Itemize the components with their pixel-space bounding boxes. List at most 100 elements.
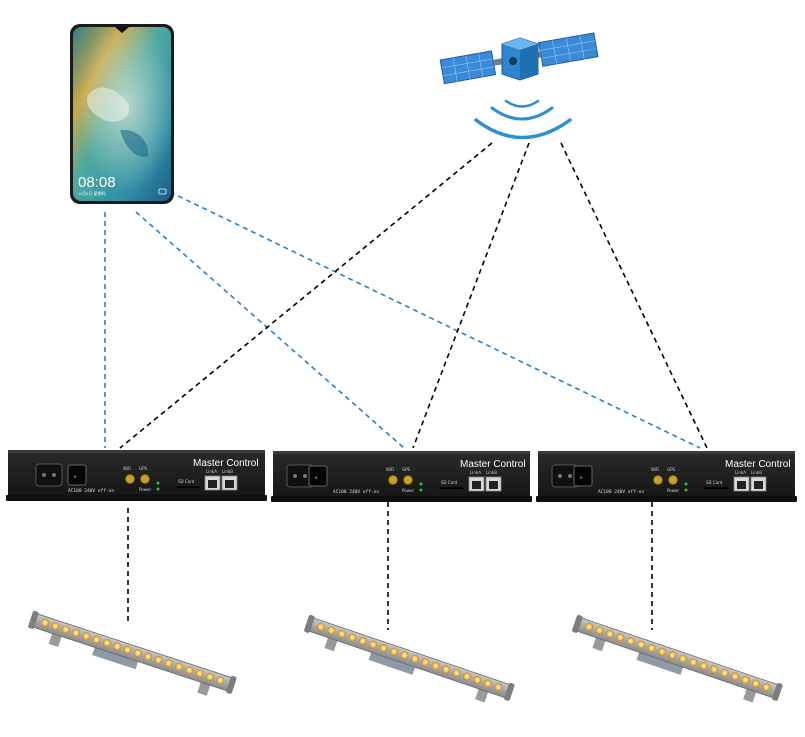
end-cap (772, 682, 783, 701)
sd-card-label: SD Card (441, 480, 458, 485)
gps-link-satellite-controller-1 (119, 142, 493, 449)
power-led (684, 488, 688, 492)
light-housing (31, 613, 234, 692)
led-bead (348, 633, 357, 642)
led-bead (720, 668, 729, 677)
led-bead (658, 647, 667, 656)
wifi-label: WiFi (651, 467, 659, 472)
led-bead (431, 661, 440, 670)
device-title: Master Control (460, 459, 526, 470)
led-bead (92, 635, 101, 644)
led-bead (205, 672, 214, 681)
led-wall-washer-icon (28, 610, 237, 696)
led-bead (678, 654, 687, 663)
power-switch[interactable] (573, 465, 593, 487)
svg-text:o: o (315, 475, 318, 480)
led-wall-washer-icon (304, 614, 515, 703)
camera-icon (158, 188, 167, 195)
led-bead (762, 683, 771, 692)
gps-links (119, 142, 708, 449)
end-cap (572, 614, 583, 633)
led-bead (442, 665, 451, 674)
led-bead (585, 622, 594, 631)
led-bead (327, 626, 336, 635)
mount-bracket (48, 632, 62, 647)
led-wall-washer-icon (572, 614, 783, 703)
satellite-icon (439, 32, 599, 85)
led-bead (637, 640, 646, 649)
driver-box (368, 652, 416, 675)
led-bead (616, 633, 625, 642)
mount-bracket (197, 681, 211, 696)
led-bead (195, 669, 204, 678)
power-socket (35, 463, 63, 487)
led-bead (741, 675, 750, 684)
led-bead (123, 645, 132, 654)
led-bead (164, 659, 173, 668)
link-b-label: LinkB (486, 470, 497, 475)
led-bead (647, 644, 656, 653)
driver-box (92, 647, 139, 670)
led-bead (668, 651, 677, 660)
led-bead (452, 668, 461, 677)
led-bead (337, 629, 346, 638)
status-led (419, 482, 423, 486)
status-led (156, 481, 160, 485)
end-cap (504, 682, 515, 701)
mount-bracket (743, 687, 757, 703)
wifi-link-phone-controller-3 (169, 191, 701, 449)
led-bead (689, 658, 698, 667)
power-label: Power (139, 487, 151, 492)
power-label: Power (667, 488, 679, 493)
gps-antenna-connector (668, 475, 678, 485)
signal-waves-icon (474, 99, 572, 140)
mount-bracket (324, 636, 338, 652)
led-bead (358, 636, 367, 645)
svg-text:o: o (74, 474, 77, 479)
led-bead (605, 629, 614, 638)
link-a-label: LinkA (470, 470, 481, 475)
phone-clock: 08:08 (78, 174, 116, 191)
led-bead (216, 676, 225, 685)
power-switch[interactable] (308, 465, 328, 487)
phone-date: 11月8日 星期四 (78, 190, 106, 196)
led-bead (154, 655, 163, 664)
gps-link-satellite-controller-3 (560, 142, 708, 449)
gps-antenna-connector (403, 475, 413, 485)
power-switch[interactable] (67, 464, 87, 486)
sd-card-label: SD Card (706, 480, 723, 485)
wifi-links (104, 191, 701, 449)
led-bead (113, 642, 122, 651)
light-housing (307, 617, 512, 699)
led-bead (421, 658, 430, 667)
wifi-antenna-connector (125, 474, 135, 484)
status-led (684, 482, 688, 486)
power-led (419, 488, 423, 492)
gps-label: GPS (667, 467, 676, 472)
smartphone-icon: 08:08 11月8日 星期四 (70, 24, 174, 204)
led-bead (751, 679, 760, 688)
led-bead (463, 672, 472, 681)
end-cap (28, 610, 39, 629)
mount-bracket (475, 687, 489, 703)
led-bead (51, 622, 60, 631)
led-bead (494, 683, 503, 692)
light-housing (575, 617, 780, 699)
link-b-label: LinkB (222, 469, 233, 474)
master-control-device: o AC100 240V off-on WiFi GPS Power SD Ca… (271, 451, 532, 502)
sd-card-slot (439, 487, 463, 489)
gps-label: GPS (402, 467, 411, 472)
sd-card-slot (176, 486, 200, 488)
led-bead (102, 638, 111, 647)
link-a-label: LinkA (206, 469, 217, 474)
sd-card-slot (704, 487, 728, 489)
led-bead (133, 649, 142, 658)
wifi-antenna-connector (388, 475, 398, 485)
end-cap (304, 614, 315, 633)
wifi-antenna-connector (653, 475, 663, 485)
gps-antenna-connector (140, 474, 150, 484)
device-title: Master Control (193, 458, 259, 469)
wifi-label: WiFi (386, 467, 394, 472)
led-bead (731, 672, 740, 681)
